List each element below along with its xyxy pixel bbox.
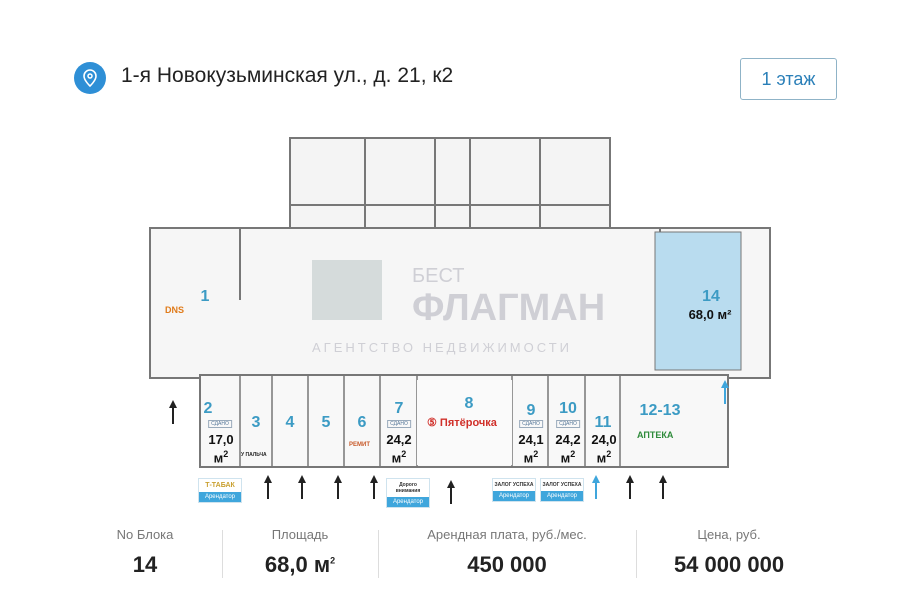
tenant-name: ЗАЛОГ УСПЕХА bbox=[494, 482, 534, 488]
tenant-name: ЗАЛОГ УСПЕХА bbox=[542, 482, 582, 488]
value: 14 bbox=[132, 552, 158, 577]
label: Площадь bbox=[271, 527, 329, 542]
divider bbox=[378, 530, 379, 578]
tenant-name: Дорого внимания bbox=[395, 482, 421, 494]
svg-text:БЕСТ: БЕСТ bbox=[412, 265, 464, 287]
unit-3-label[interactable]: 3 bbox=[251, 414, 261, 431]
tenant-badge: ЗАЛОГ УСПЕХА Арендатор bbox=[540, 478, 584, 502]
unit-8-label[interactable]: 8 bbox=[464, 395, 474, 412]
area-unit: м bbox=[560, 450, 571, 466]
unit-6-label[interactable]: 6 bbox=[357, 414, 367, 431]
unit-1-label[interactable]: 1 bbox=[200, 288, 210, 305]
unit-12-13-label[interactable]: 12-13 bbox=[639, 402, 681, 419]
area-unit: м bbox=[213, 450, 224, 466]
unit-14-area: 68,0 м² bbox=[688, 307, 732, 322]
unit-11-label[interactable]: 11 bbox=[594, 414, 612, 431]
sold-tag: СДАНО bbox=[387, 420, 411, 428]
unit-14-label[interactable]: 14 bbox=[702, 288, 720, 305]
brand-name: Пятёрочка bbox=[439, 417, 497, 429]
pyaterochka-logo: ⑤ Пятёрочка bbox=[427, 417, 497, 429]
unit-2-label[interactable]: 2 bbox=[203, 400, 213, 417]
unit-8-area bbox=[417, 380, 512, 465]
area-value: 24,2 bbox=[555, 432, 581, 447]
superscript: 2 bbox=[330, 555, 336, 566]
entrance-arrows bbox=[169, 380, 729, 504]
area-value: 24,2 bbox=[386, 432, 412, 447]
label: No Блока bbox=[116, 527, 174, 542]
remit-logo: РЕМИТ bbox=[349, 442, 370, 448]
unit-9-label[interactable]: 9 bbox=[526, 402, 536, 419]
tenant-role: Арендатор bbox=[199, 492, 241, 502]
tenant-role: Арендатор bbox=[541, 491, 583, 501]
value: 68,0 м2 bbox=[265, 552, 335, 578]
location-pin-icon bbox=[74, 62, 106, 94]
svg-text:ФЛАГМАН: ФЛАГМАН bbox=[412, 287, 605, 329]
area-value: 24,0 bbox=[591, 432, 617, 447]
tenant-badge: ЗАЛОГ УСПЕХА Арендатор bbox=[492, 478, 536, 502]
tenant-badge: Т-ТАБАК Арендатор bbox=[198, 478, 242, 503]
dns-logo: DNS bbox=[165, 305, 185, 315]
unit-4-label[interactable]: 4 bbox=[285, 414, 295, 431]
unit-7-label[interactable]: 7 bbox=[394, 400, 404, 417]
floor-plan: БЕСТ ФЛАГМАН АГЕНТСТВО НЕДВИЖИМОСТИ bbox=[149, 137, 771, 504]
block-number-info: No Блока 14 bbox=[117, 527, 174, 578]
divider bbox=[636, 530, 637, 578]
area-value: 17,0 bbox=[208, 432, 234, 447]
unit-14-highlight bbox=[654, 231, 742, 371]
unit-10-label[interactable]: 10 bbox=[559, 400, 577, 417]
apteka-logo: АПТЕКА bbox=[637, 430, 674, 440]
sold-tag: СДАНО bbox=[519, 420, 543, 428]
value: 54 000 000 bbox=[673, 552, 785, 577]
sold-tag: СДАНО bbox=[556, 420, 580, 428]
area-info: Площадь 68,0 м2 bbox=[265, 527, 335, 578]
tenant-role: Арендатор bbox=[387, 497, 429, 507]
floor-selector-button[interactable]: 1 этаж bbox=[740, 58, 837, 100]
tenant-role: Арендатор bbox=[493, 491, 535, 501]
area-value: 24,1 bbox=[518, 432, 544, 447]
divider bbox=[222, 530, 223, 578]
label: Цена, руб. bbox=[697, 527, 761, 542]
tenant-name: Т-ТАБАК bbox=[205, 482, 235, 489]
area-unit: м bbox=[596, 450, 607, 466]
u-palcha-logo: У ПАЛЬЧА bbox=[241, 452, 267, 458]
area-unit: м bbox=[391, 450, 402, 466]
value-text: 68,0 м bbox=[264, 552, 331, 577]
area-unit: м bbox=[523, 450, 534, 466]
svg-text:АГЕНТСТВО НЕДВИЖИМОСТИ: АГЕНТСТВО НЕДВИЖИМОСТИ bbox=[312, 340, 572, 355]
rent-info: Арендная плата, руб./мес. 450 000 bbox=[427, 527, 586, 578]
watermark-logo: БЕСТ ФЛАГМАН АГЕНТСТВО НЕДВИЖИМОСТИ bbox=[312, 260, 605, 355]
value: 450 000 bbox=[467, 552, 547, 577]
sold-tag: СДАНО bbox=[208, 420, 232, 428]
address-title: 1-я Новокузьминская ул., д. 21, к2 bbox=[121, 64, 454, 87]
price-info: Цена, руб. 54 000 000 bbox=[674, 527, 784, 578]
label: Арендная плата, руб./мес. bbox=[427, 527, 587, 542]
unit-5-label[interactable]: 5 bbox=[321, 414, 331, 431]
